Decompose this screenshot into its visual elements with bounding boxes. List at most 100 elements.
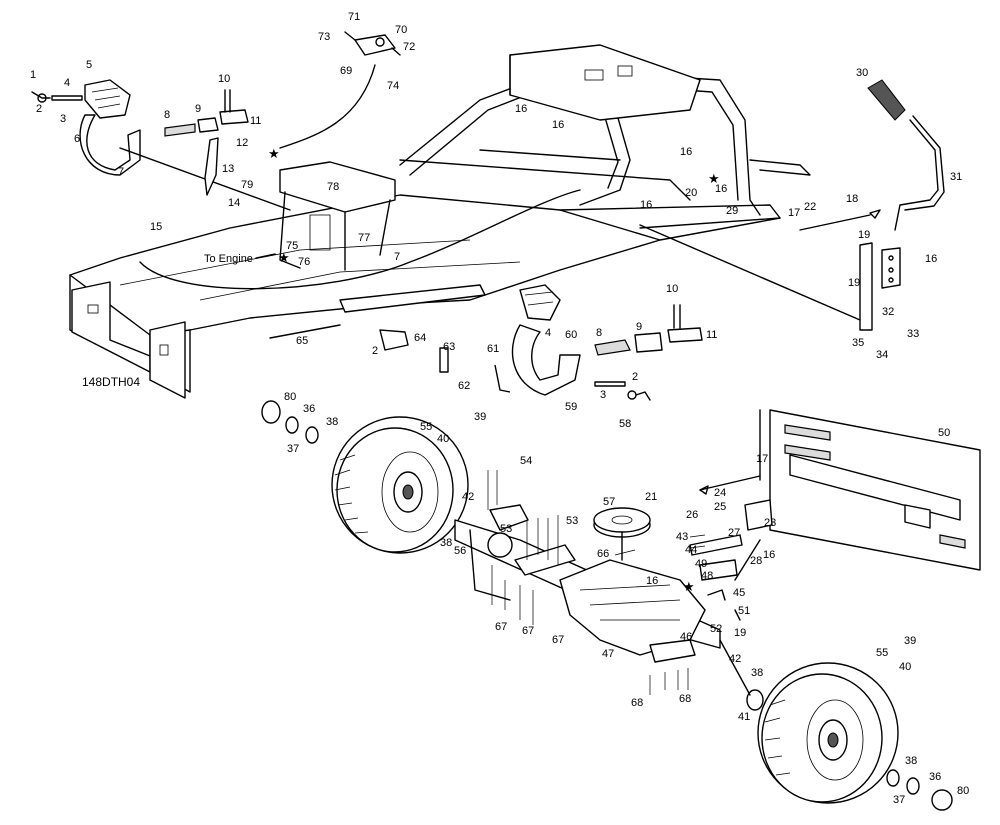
callout-10: 10 <box>666 283 678 295</box>
callout-79: 79 <box>241 179 253 191</box>
callout-33: 33 <box>907 328 919 340</box>
callout-16: 16 <box>925 253 937 265</box>
callout-27: 27 <box>728 527 740 539</box>
callout-53: 53 <box>566 515 578 527</box>
callout-56: 56 <box>454 545 466 557</box>
callout-2: 2 <box>36 103 42 115</box>
callout-2: 2 <box>372 345 378 357</box>
callout-17: 17 <box>788 207 800 219</box>
callout-42: 42 <box>462 491 474 503</box>
callout-10: 10 <box>218 73 230 85</box>
callout-40: 40 <box>899 661 911 673</box>
shift-lever <box>639 79 945 331</box>
callout-63: 63 <box>443 341 455 353</box>
callout-72: 72 <box>403 41 415 53</box>
callout-25: 25 <box>714 501 726 513</box>
callout-37: 37 <box>893 794 905 806</box>
callout-80: 80 <box>957 785 969 797</box>
callout-11: 11 <box>250 115 261 127</box>
callout-73: 73 <box>318 31 330 43</box>
callout-3: 3 <box>600 389 606 401</box>
callout-35: 35 <box>852 337 864 349</box>
callout-40: 40 <box>437 433 449 445</box>
callout-8: 8 <box>596 327 602 339</box>
callout-29: 29 <box>726 205 738 217</box>
callout-57: 57 <box>603 496 615 508</box>
star-mark: ★ <box>268 146 280 161</box>
callout-76: 76 <box>298 256 310 268</box>
callout-38: 38 <box>326 416 338 428</box>
top-switch-assembly <box>344 31 401 56</box>
star-mark: ★ <box>708 171 720 186</box>
callout-67: 67 <box>495 621 507 633</box>
callout-69: 69 <box>340 65 352 77</box>
callout-16: 16 <box>552 119 564 131</box>
left-pedal-assembly <box>31 79 291 211</box>
callout-77: 77 <box>358 232 370 244</box>
callout-9: 9 <box>195 103 201 115</box>
callout-17: 17 <box>756 453 768 465</box>
to-engine-arrow <box>255 253 276 259</box>
callout-1: 1 <box>30 69 36 81</box>
callout-58: 58 <box>619 418 631 430</box>
callout-39: 39 <box>474 411 486 423</box>
callout-21: 21 <box>645 491 657 503</box>
callout-16: 16 <box>640 199 652 211</box>
callout-15: 15 <box>150 221 162 233</box>
callout-67: 67 <box>522 625 534 637</box>
transaxle <box>454 504 751 696</box>
callout-50: 50 <box>938 427 950 439</box>
callout-52: 52 <box>710 623 722 635</box>
callout-4: 4 <box>64 77 70 89</box>
star-mark: ★ <box>683 579 695 594</box>
callout-28: 28 <box>750 555 762 567</box>
rear-hitch-plate <box>769 409 981 571</box>
callout-11: 11 <box>706 329 717 341</box>
callout-layer: 1222334456778899101011111213141516161616… <box>30 11 969 806</box>
callout-60: 60 <box>565 329 577 341</box>
callout-55: 55 <box>876 647 888 659</box>
callout-26: 26 <box>686 509 698 521</box>
callout-34: 34 <box>876 349 888 361</box>
callout-66: 66 <box>597 548 609 560</box>
callout-49: 49 <box>695 558 707 570</box>
callout-42: 42 <box>729 653 741 665</box>
callout-51: 51 <box>738 605 750 617</box>
callout-48: 48 <box>701 570 713 582</box>
brake-linkage <box>689 409 773 621</box>
callout-53: 53 <box>500 523 512 535</box>
callout-38: 38 <box>751 667 763 679</box>
callout-44: 44 <box>685 544 697 556</box>
callout-37: 37 <box>287 443 299 455</box>
hardware <box>487 470 706 695</box>
callout-7: 7 <box>394 251 400 263</box>
callout-22: 22 <box>804 201 816 213</box>
callout-7: 7 <box>118 166 124 178</box>
callout-31: 31 <box>950 171 962 183</box>
callout-16: 16 <box>763 549 775 561</box>
callout-39: 39 <box>904 635 916 647</box>
callout-46: 46 <box>680 631 692 643</box>
callout-30: 30 <box>856 67 868 79</box>
callout-32: 32 <box>882 306 894 318</box>
callout-16: 16 <box>515 103 527 115</box>
callout-75: 75 <box>286 240 298 252</box>
callout-19: 19 <box>858 229 870 241</box>
callout-12: 12 <box>236 137 248 149</box>
callout-55: 55 <box>420 421 432 433</box>
callout-54: 54 <box>520 455 532 467</box>
chassis-frame <box>69 44 811 399</box>
callout-4: 4 <box>545 327 551 339</box>
callout-80: 80 <box>284 391 296 403</box>
callout-47: 47 <box>602 648 614 660</box>
callout-3: 3 <box>60 113 66 125</box>
callout-18: 18 <box>846 193 858 205</box>
callout-6: 6 <box>74 133 80 145</box>
callout-19: 19 <box>734 627 746 639</box>
callout-70: 70 <box>395 24 407 36</box>
callout-8: 8 <box>164 109 170 121</box>
callout-16: 16 <box>646 575 658 587</box>
callout-19: 19 <box>848 277 860 289</box>
callout-62: 62 <box>458 380 470 392</box>
